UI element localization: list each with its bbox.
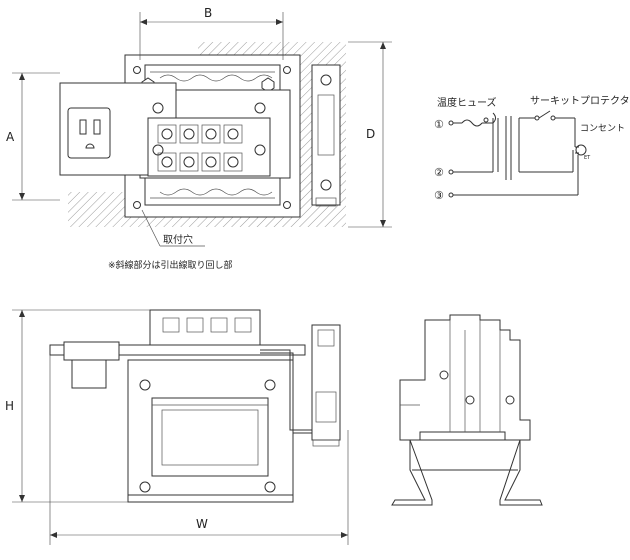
dimension-b: B [204, 6, 212, 20]
mount-hole [283, 201, 291, 209]
front-circuit-protector [311, 324, 341, 441]
protector-switch [538, 110, 551, 119]
side-view [391, 314, 543, 506]
mount-hole [133, 201, 141, 209]
side-foot-right [499, 439, 543, 506]
ground-label: ET [584, 155, 591, 161]
front-terminal-block [149, 309, 261, 346]
side-foot-left [391, 439, 433, 506]
mount-hole [133, 66, 141, 74]
front-core-window [151, 397, 269, 477]
mounting-hole-label: 取付穴 [163, 233, 193, 246]
terminal-3: ③ [434, 189, 444, 202]
circuit-diagram: 温度ヒューズ サーキットプロテクタ コンセント ① ② ③ E [434, 95, 630, 202]
top-view: 取付穴 ※斜線部分は引出線取り回し部 B A D [6, 6, 392, 271]
dimension-w: W [196, 517, 208, 531]
top-plate [49, 344, 306, 356]
outlet-symbol [575, 144, 587, 156]
terminal-screws [157, 124, 243, 172]
thermal-fuse-label: 温度ヒューズ [437, 96, 497, 109]
fuse-symbol [461, 119, 483, 127]
terminal-1: ① [434, 118, 444, 131]
outlet-label: コンセント [580, 123, 625, 134]
mount-hole [283, 66, 291, 74]
circuit-protector [311, 64, 341, 206]
front-base [127, 494, 294, 503]
dimension-h: H [5, 399, 14, 413]
outlet-socket [67, 107, 111, 159]
dimension-a: A [6, 130, 15, 144]
front-view: H W [5, 309, 349, 545]
dimension-d: D [366, 127, 375, 141]
terminal-2: ② [434, 166, 444, 179]
front-outlet [63, 341, 120, 361]
hatched-note: ※斜線部分は引出線取り回し部 [108, 259, 233, 271]
circuit-protector-label: サーキットプロテクタ [530, 95, 630, 107]
